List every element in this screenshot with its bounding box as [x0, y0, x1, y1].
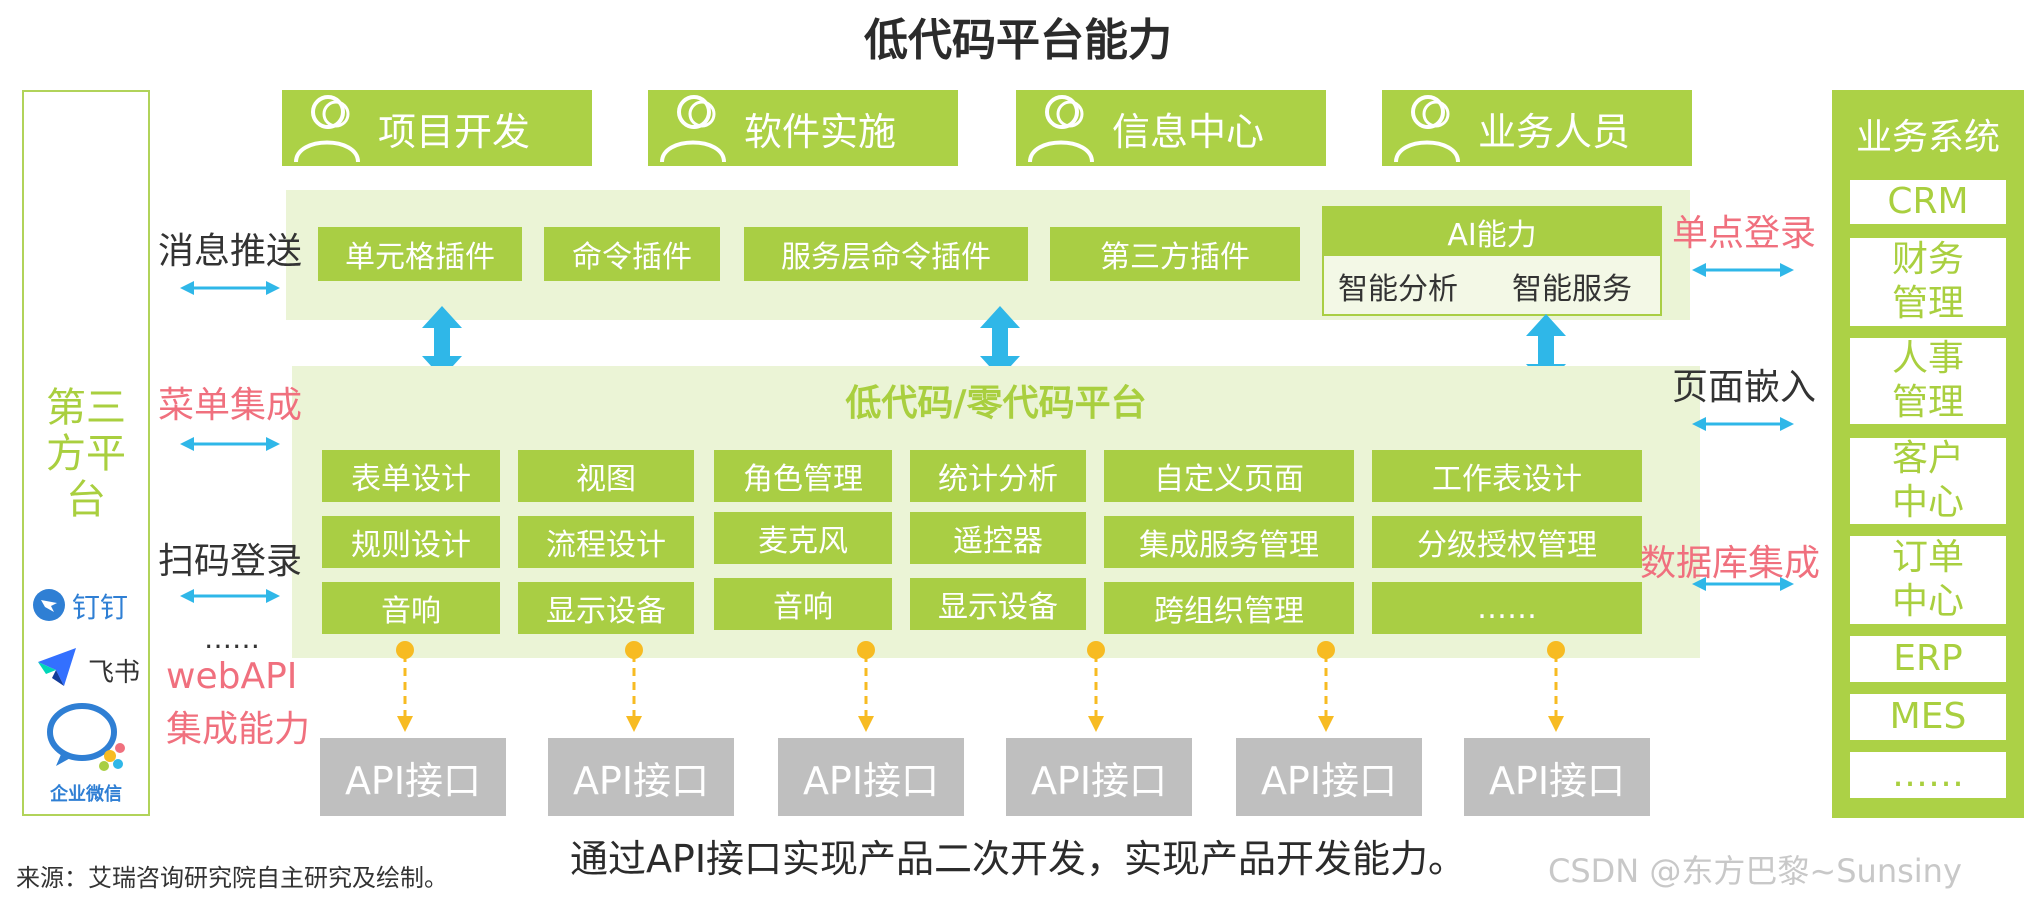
plugin-cell: 单元格插件 — [318, 227, 522, 281]
source-note: 来源：艾瑞咨询研究院自主研究及绘制。 — [16, 864, 448, 892]
role-info-center: 信息中心 — [1016, 90, 1326, 166]
platform-cell: …… — [1372, 582, 1642, 634]
wecom-label: 企业微信 — [50, 784, 122, 805]
platform-cell: 跨组织管理 — [1104, 582, 1354, 634]
business-systems-title: 业务系统 — [1855, 117, 2000, 158]
platform-cell: 分级授权管理 — [1372, 516, 1642, 568]
api-box: API接口 — [778, 738, 964, 816]
page-title: 低代码平台能力 — [864, 15, 1172, 66]
ai-capability-title: AI能力 — [1324, 208, 1660, 256]
webapi-label-line2: 集成能力 — [166, 709, 311, 750]
dingtalk-label: 钉钉 — [72, 591, 129, 624]
message-push-label: 消息推送 — [158, 231, 303, 272]
third-party-title-line-1: 第三 — [46, 385, 126, 431]
double-arrow-horizontal-icon — [1692, 263, 1794, 277]
sso-label: 单点登录 — [1672, 213, 1817, 254]
platform-cell: 自定义页面 — [1104, 450, 1354, 502]
double-arrow-horizontal-icon — [180, 281, 280, 295]
business-item: 财务 管理 — [1850, 238, 2006, 326]
platform-cell: 音响 — [322, 582, 500, 634]
business-item: MES — [1850, 694, 2006, 740]
business-item: 客户 中心 — [1850, 438, 2006, 524]
double-arrow-horizontal-icon — [180, 437, 280, 451]
double-arrow-horizontal-icon — [180, 589, 280, 603]
wecom-icon — [47, 703, 125, 771]
double-arrow-vertical-icon — [422, 306, 462, 378]
db-integration-label: 数据库集成 — [1640, 543, 1821, 584]
third-party-title-line-3: 台 — [66, 477, 106, 523]
business-item: …… — [1850, 752, 2006, 798]
platform-cell: 表单设计 — [322, 450, 500, 502]
api-connector-arrows — [396, 641, 1565, 732]
role-business-staff: 业务人员 — [1382, 90, 1692, 166]
business-item: ERP — [1850, 636, 2006, 682]
business-item: CRM — [1850, 180, 2006, 224]
platform-cell: 麦克风 — [714, 512, 892, 564]
role-project-dev: 项目开发 — [282, 90, 592, 166]
person-icon — [294, 95, 360, 163]
platform-cell: 集成服务管理 — [1104, 516, 1354, 568]
ai-smart-service: 智能服务 — [1512, 272, 1632, 307]
api-box: API接口 — [1006, 738, 1192, 816]
platform-cell: 统计分析 — [910, 450, 1086, 502]
platform-cell: 显示设备 — [910, 578, 1086, 630]
third-party-title-line-2: 方平 — [46, 431, 126, 477]
platform-cell: 音响 — [714, 578, 892, 630]
api-box: API接口 — [548, 738, 734, 816]
third-party-platform-title: 第三 方平 台 — [22, 385, 150, 523]
platform-cell: 工作表设计 — [1372, 450, 1642, 502]
api-box: API接口 — [320, 738, 506, 816]
role-label: 项目开发 — [378, 109, 531, 154]
scan-login-label: 扫码登录 — [158, 541, 303, 582]
person-icon — [1028, 95, 1094, 163]
third-party-platform-panel — [22, 90, 150, 816]
platform-cell: 规则设计 — [322, 516, 500, 568]
business-item: 人事 管理 — [1850, 338, 2006, 424]
person-icon — [1394, 95, 1460, 163]
plugin-service-command: 服务层命令插件 — [744, 227, 1028, 281]
footer-caption: 通过API接口实现产品二次开发，实现产品开发能力。 — [569, 837, 1467, 881]
webapi-label-line1: webAPI — [166, 656, 298, 697]
platform-cell: 角色管理 — [714, 450, 892, 502]
dingtalk-icon — [33, 589, 65, 621]
double-arrow-horizontal-icon — [1692, 417, 1794, 431]
role-software-impl: 软件实施 — [648, 90, 958, 166]
more-ellipsis-label: …… — [204, 622, 260, 655]
platform-cell: 视图 — [518, 450, 694, 502]
role-label: 软件实施 — [744, 109, 897, 154]
plugin-command: 命令插件 — [544, 227, 720, 281]
platform-cell: 流程设计 — [518, 516, 694, 568]
platform-cell: 显示设备 — [518, 582, 694, 634]
plugin-third-party: 第三方插件 — [1050, 227, 1300, 281]
page-embed-label: 页面嵌入 — [1672, 367, 1817, 408]
business-item: 订单 中心 — [1850, 536, 2006, 624]
platform-title: 低代码/零代码平台 — [845, 383, 1147, 424]
role-label: 信息中心 — [1112, 109, 1265, 154]
double-arrow-horizontal-icon — [1692, 577, 1794, 591]
platform-cell: 遥控器 — [910, 512, 1086, 564]
role-label: 业务人员 — [1478, 109, 1631, 154]
api-box: API接口 — [1236, 738, 1422, 816]
double-arrow-vertical-icon — [980, 306, 1020, 378]
api-box: API接口 — [1464, 738, 1650, 816]
watermark: CSDN @东方巴黎~Sunsiny — [1548, 852, 1962, 890]
feishu-icon — [38, 648, 76, 686]
person-icon — [660, 95, 726, 163]
ai-smart-analysis: 智能分析 — [1338, 272, 1458, 307]
feishu-label: 飞书 — [88, 658, 141, 688]
menu-integration-label: 菜单集成 — [158, 385, 303, 426]
